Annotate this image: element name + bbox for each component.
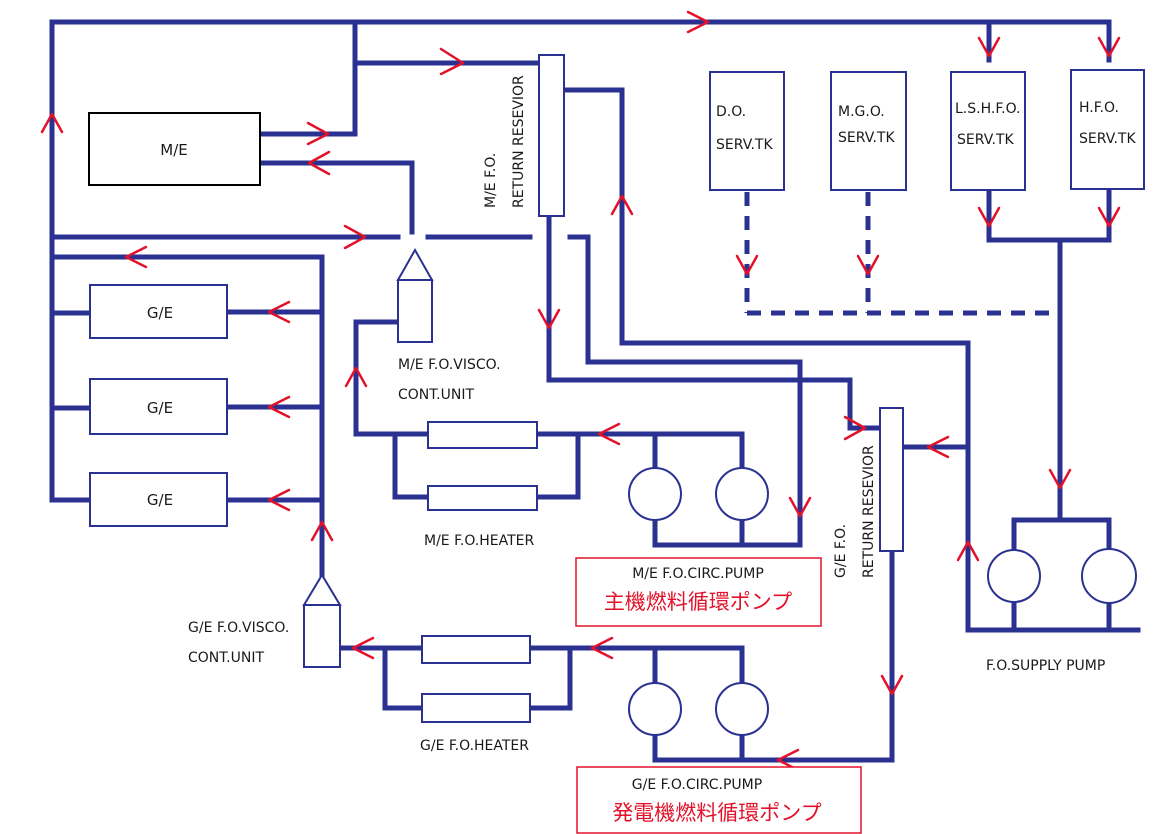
- svg-text:SERV.TK: SERV.TK: [716, 137, 773, 153]
- svg-text:L.S.H.F.O.: L.S.H.F.O.: [955, 101, 1020, 117]
- hfo-serv-tank: [1070, 69, 1145, 190]
- svg-text:M/E: M/E: [160, 141, 187, 159]
- ge-visco-unit: [302, 573, 342, 668]
- do-serv-tank: [709, 71, 785, 191]
- me-heater: [427, 421, 538, 511]
- svg-text:M/E F.O.CIRC.PUMP: M/E F.O.CIRC.PUMP: [632, 566, 764, 582]
- svg-text:RETURN RESEVIOR: RETURN RESEVIOR: [861, 445, 877, 578]
- svg-text:CONT.UNIT: CONT.UNIT: [398, 387, 474, 403]
- ge-return-reservoir: G/E F.O. RETURN RESEVIOR: [833, 407, 904, 578]
- svg-text:G/E F.O.VISCO.: G/E F.O.VISCO.: [188, 620, 289, 636]
- svg-text:M/E F.O.VISCO.: M/E F.O.VISCO.: [398, 357, 501, 373]
- supply-pump-label: F.O.SUPPLY PUMP: [986, 658, 1105, 674]
- svg-text:G/E: G/E: [147, 491, 173, 509]
- svg-text:G/E: G/E: [147, 399, 173, 417]
- pipe-network: [49, 19, 1141, 763]
- me-circ-pumps: [628, 467, 769, 521]
- me-visco-unit: [396, 247, 434, 343]
- ge-heater: [421, 635, 531, 723]
- svg-text:SERV.TK: SERV.TK: [1079, 131, 1136, 147]
- svg-text:主機燃料循環ポンプ: 主機燃料循環ポンプ: [604, 590, 792, 614]
- ge-visco-label: G/E F.O.VISCO. CONT.UNIT: [188, 620, 289, 666]
- lshfo-serv-tank: [950, 71, 1026, 191]
- ge-3: [89, 472, 228, 527]
- me-heater-label: M/E F.O.HEATER: [424, 533, 535, 549]
- svg-text:RETURN RESEVIOR: RETURN RESEVIOR: [511, 75, 527, 208]
- generator-engines: G/E G/E G/E: [89, 284, 228, 527]
- flow-arrows: [40, 10, 1121, 772]
- svg-text:CONT.UNIT: CONT.UNIT: [188, 650, 264, 666]
- svg-text:G/E F.O.: G/E F.O.: [833, 524, 849, 578]
- do-mgo-dashed-lines: [744, 192, 1060, 316]
- supply-pumps: [987, 548, 1137, 604]
- svg-text:M/E F.O.: M/E F.O.: [483, 153, 499, 208]
- svg-text:G/E: G/E: [147, 304, 173, 322]
- me-circ-pump-label-box: M/E F.O.CIRC.PUMP 主機燃料循環ポンプ: [575, 557, 822, 627]
- svg-text:D.O.: D.O.: [716, 104, 746, 120]
- ge-1: [89, 284, 228, 339]
- svg-text:H.F.O.: H.F.O.: [1079, 100, 1119, 116]
- ge-2: [89, 378, 228, 435]
- svg-text:M.G.O.: M.G.O.: [838, 104, 885, 120]
- svg-text:G/E F.O.CIRC.PUMP: G/E F.O.CIRC.PUMP: [632, 777, 762, 793]
- svg-text:発電機燃料循環ポンプ: 発電機燃料循環ポンプ: [612, 801, 821, 825]
- ge-circ-pump-label-box: G/E F.O.CIRC.PUMP 発電機燃料循環ポンプ: [576, 766, 862, 834]
- service-tanks: D.O. SERV.TK M.G.O. SERV.TK L.S.H.F.O. S…: [709, 69, 1145, 191]
- svg-text:SERV.TK: SERV.TK: [957, 132, 1014, 148]
- me-return-reservoir: M/E F.O. RETURN RESEVIOR: [483, 54, 565, 217]
- main-engine: M/E: [88, 112, 261, 186]
- svg-text:SERV.TK: SERV.TK: [838, 130, 895, 146]
- ge-circ-pumps: [628, 682, 769, 736]
- me-visco-label: M/E F.O.VISCO. CONT.UNIT: [398, 357, 501, 403]
- mgo-serv-tank: [830, 71, 907, 191]
- ge-heater-label: G/E F.O.HEATER: [420, 738, 529, 754]
